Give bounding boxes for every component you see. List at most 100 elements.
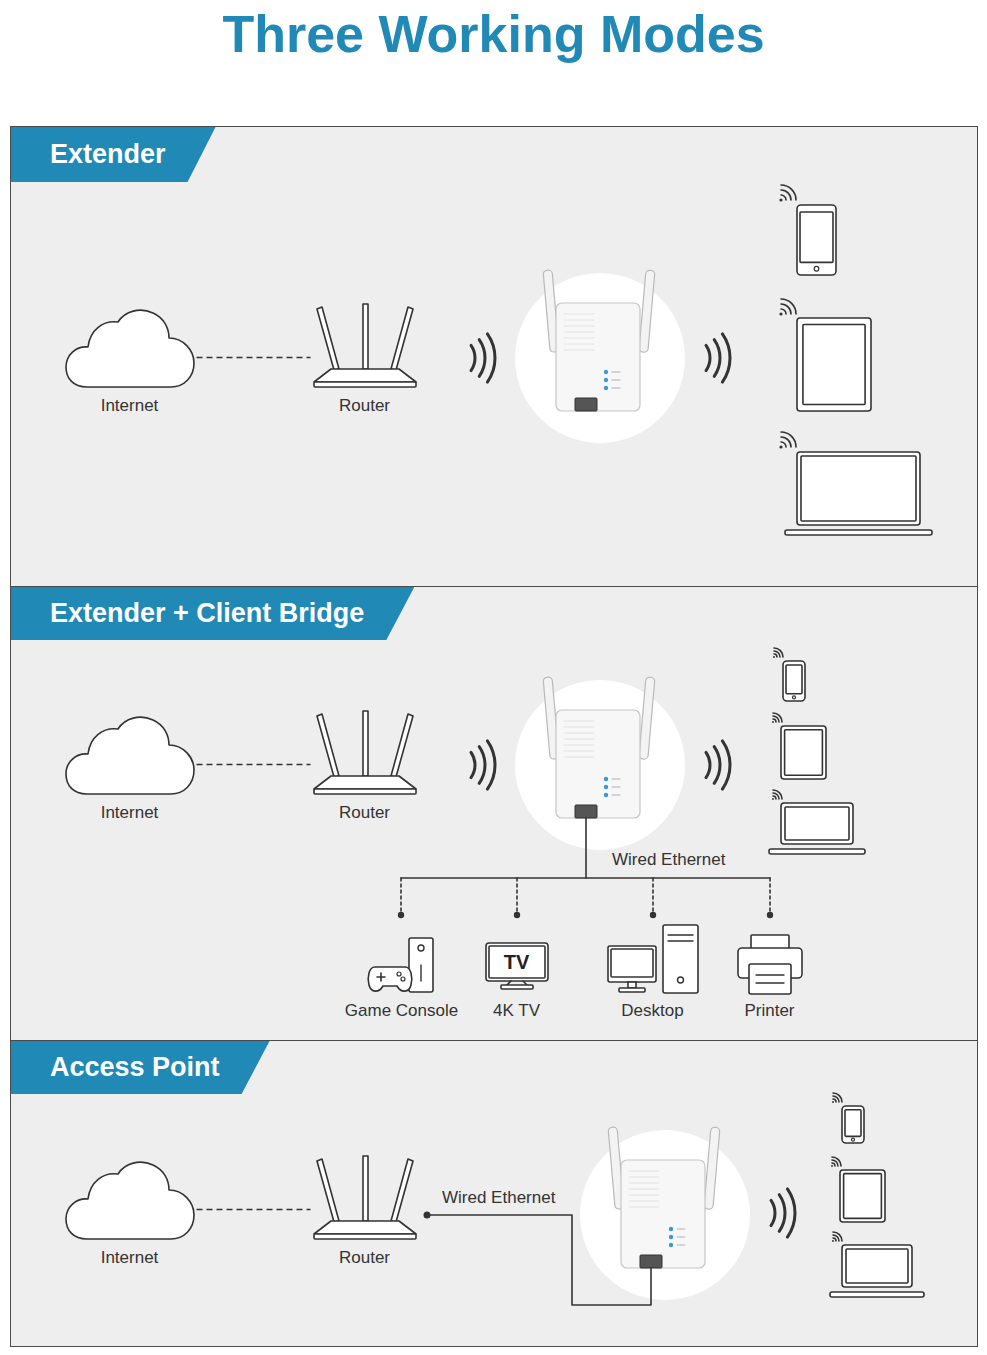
wave-arc bbox=[714, 747, 720, 784]
phone-button bbox=[814, 266, 819, 271]
led-mark bbox=[612, 795, 620, 796]
status-led bbox=[604, 793, 608, 797]
printer-paper bbox=[751, 935, 789, 949]
tablet-icon bbox=[781, 726, 826, 779]
led-mark bbox=[677, 1237, 685, 1238]
extender-body bbox=[556, 303, 640, 411]
router-body bbox=[314, 1221, 416, 1234]
tower-bay bbox=[668, 935, 693, 941]
ethernet-drop bbox=[652, 878, 654, 911]
wire-label: Wired Ethernet bbox=[610, 850, 727, 870]
laptop-screen bbox=[842, 1245, 912, 1287]
vent-line bbox=[564, 320, 594, 321]
phone-body bbox=[797, 205, 836, 275]
cloud-outline bbox=[66, 310, 194, 387]
wifi-symbol bbox=[772, 713, 782, 723]
wifi-arc bbox=[781, 185, 796, 200]
router-antenna bbox=[391, 1159, 413, 1222]
mode-tab: Access Point bbox=[11, 1041, 270, 1094]
wave-arc bbox=[479, 747, 485, 784]
vent-line bbox=[564, 727, 594, 728]
laptop-base bbox=[785, 530, 932, 535]
internet-cloud: Internet bbox=[65, 1160, 195, 1268]
icon-graphic bbox=[337, 937, 467, 1001]
laptop-display bbox=[846, 1249, 908, 1283]
wifi-arc bbox=[781, 437, 791, 447]
phone-icon bbox=[797, 205, 836, 275]
vent-line bbox=[564, 751, 594, 752]
wifi-symbol bbox=[773, 648, 783, 658]
extender-circle bbox=[580, 1130, 750, 1300]
laptop-base bbox=[830, 1292, 924, 1297]
icon-drawing bbox=[66, 310, 194, 387]
router-base bbox=[314, 1234, 416, 1239]
wifi-dot bbox=[831, 1165, 833, 1167]
cloud-outline bbox=[66, 1162, 194, 1239]
wifi-symbol bbox=[832, 1232, 842, 1242]
wave-arc bbox=[722, 741, 730, 789]
internet-cloud: Internet bbox=[65, 715, 195, 823]
wifi-arc bbox=[832, 1163, 835, 1166]
wave-arc bbox=[771, 1200, 775, 1225]
tablet-icon bbox=[797, 318, 871, 411]
icon-label: Router bbox=[339, 803, 390, 823]
router-antenna bbox=[317, 1159, 339, 1222]
wifi-symbol bbox=[779, 185, 796, 202]
tablet-screen bbox=[844, 1174, 882, 1219]
phone-screen bbox=[800, 212, 833, 262]
icon-label: 4K TV bbox=[493, 1001, 540, 1021]
game-console-icon: Game Console bbox=[337, 937, 467, 1021]
dashed-link bbox=[197, 357, 311, 359]
wireless-waves bbox=[706, 741, 730, 789]
icon-drawing bbox=[66, 717, 194, 794]
vent-line bbox=[564, 332, 594, 333]
desktop-tower bbox=[663, 925, 698, 993]
laptop-screen bbox=[797, 452, 920, 525]
vent-line bbox=[629, 1177, 659, 1178]
laptop-icon bbox=[830, 1245, 924, 1297]
wire-label: Wired Ethernet bbox=[440, 1188, 557, 1208]
wifi-arc bbox=[832, 1160, 838, 1166]
mode-panel: ExtenderInternetRouter bbox=[10, 126, 978, 587]
wifi-dot bbox=[779, 312, 782, 315]
icon-graphic bbox=[313, 1155, 417, 1248]
wifi-arc bbox=[773, 796, 776, 799]
router-antenna bbox=[363, 304, 368, 369]
antenna bbox=[704, 1127, 720, 1209]
wifi-arc bbox=[833, 1096, 839, 1102]
icon-graphic bbox=[313, 303, 417, 396]
vent-line bbox=[564, 745, 594, 746]
wire-end-dot bbox=[398, 912, 404, 918]
controller-dpad bbox=[377, 973, 385, 981]
tablet-body bbox=[781, 726, 826, 779]
router-icon: Router bbox=[313, 710, 417, 823]
vent-line bbox=[564, 326, 594, 327]
router-antenna bbox=[363, 711, 368, 776]
router-antenna bbox=[391, 714, 413, 777]
wifi-arc bbox=[774, 654, 777, 657]
icon-drawing bbox=[314, 711, 416, 794]
mode-panel: Extender + Client BridgeInternetRouterGa… bbox=[10, 586, 978, 1041]
ethernet-port bbox=[640, 1255, 662, 1268]
vent-line bbox=[629, 1171, 659, 1172]
wifi-arc bbox=[773, 793, 779, 799]
icon-graphic bbox=[65, 1160, 195, 1248]
controller-button bbox=[401, 977, 405, 981]
icon-drawing bbox=[66, 1162, 194, 1239]
phone-screen bbox=[786, 665, 802, 694]
laptop-icon bbox=[769, 803, 865, 854]
cloud-outline bbox=[66, 717, 194, 794]
wifi-symbol bbox=[772, 790, 782, 800]
desktop-icon: Desktop bbox=[603, 924, 703, 1021]
screen-text: TV bbox=[477, 950, 557, 974]
router-icon: Router bbox=[313, 1155, 417, 1268]
vent-line bbox=[564, 721, 594, 722]
ethernet-port bbox=[575, 398, 597, 411]
extender-circle bbox=[515, 273, 685, 443]
console-button bbox=[418, 945, 424, 951]
icon-graphic bbox=[313, 710, 417, 803]
icon-graphic bbox=[603, 924, 703, 1001]
status-led bbox=[604, 370, 608, 374]
wifi-arc bbox=[833, 1099, 836, 1102]
wifi-arc bbox=[832, 1157, 841, 1166]
